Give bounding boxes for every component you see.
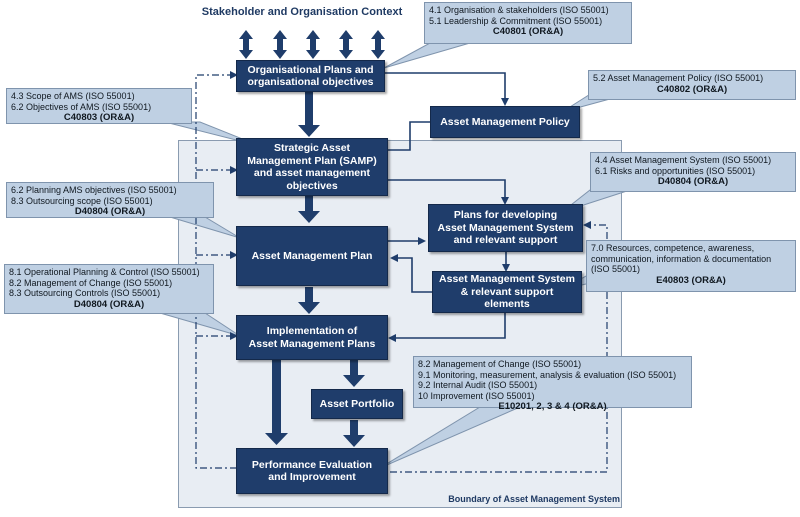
pointer-n7 [159,312,241,337]
implementation-box: Implementation of Asset Management Plans [236,315,388,360]
note-line: 6.2 Planning AMS objectives (ISO 55001) [11,185,177,195]
asset-portfolio-box: Asset Portfolio [311,389,403,419]
note-code: E10201, 2, 3 & 4 (OR&A) [498,401,607,413]
note-line: 9.1 Monitoring, measurement, analysis & … [418,369,677,380]
note-code: E40803 (OR&A) [656,274,726,286]
samp-box: Strategic Asset Management Plan (SAMP) a… [236,138,388,196]
note-operational: 8.1 Operational Planning & Control (ISO … [4,264,214,314]
feedback-lines [195,71,608,473]
double-arrow-2 [273,30,287,59]
double-arrow-3 [306,30,320,59]
arrow-portfolio-perf [343,420,365,447]
note-code: C40802 (OR&A) [656,83,728,95]
double-arrow-4 [339,30,353,59]
note-line: 8.3 Outsourcing scope (ISO 55001) [11,195,153,206]
note-line: 4.1 Organisation & stakeholders (ISO 550… [429,5,609,15]
double-arrow-5 [371,30,385,59]
plans-dev-box: Plans for developing Asset Management Sy… [428,204,583,252]
note-line: 8.2 Management of Change (ISO 55001) [9,277,173,288]
note-code: D40804 (OR&A) [74,206,146,218]
ams-support-box: Asset Management System & relevant suppo… [432,271,582,313]
note-code: C40801 (OR&A) [492,26,564,38]
thick-arrows [265,92,365,447]
performance-box: Performance Evaluation and Improvement [236,448,388,494]
note-context: 4.1 Organisation & stakeholders (ISO 550… [424,2,632,44]
double-arrow-1 [239,30,253,59]
note-line: 6.1 Risks and opportunities (ISO 55001) [595,165,756,176]
pointer-n1 [383,42,471,69]
note-line: 6.2 Objectives of AMS (ISO 55001) [11,101,152,112]
arrow-amplan-impl [298,287,320,314]
note-line: 5.2 Asset Management Policy (ISO 55001) [593,73,764,83]
note-resources: 7.0 Resources, competence, awareness, co… [586,240,796,292]
note-line: 9.2 Internal Audit (ISO 55001) [418,380,538,391]
note-performance: 8.2 Management of Change (ISO 55001) 9.1… [413,356,692,412]
note-line: (ISO 55001) [591,264,641,275]
note-code: D40804 (OR&A) [657,176,729,188]
boundary-label: Boundary of Asset Management System [448,494,620,504]
note-line: 4.3 Scope of AMS (ISO 55001) [11,91,135,101]
note-line: 8.1 Operational Planning & Control (ISO … [9,267,200,277]
note-line: 4.4 Asset Management System (ISO 55001) [595,155,772,165]
note-line: 8.3 Outsourcing Controls (ISO 55001) [9,288,161,299]
org-plans-box: Organisational Plans and organisational … [236,60,385,92]
arrow-impl-perf [265,360,288,445]
note-line: 8.2 Management of Change (ISO 55001) [418,359,582,369]
arrow-org-samp [298,92,320,137]
note-code: C40803 (OR&A) [63,112,135,124]
am-plan-box: Asset Management Plan [236,226,388,286]
note-scope: 4.3 Scope of AMS (ISO 55001) 6.2 Objecti… [6,88,192,124]
note-line: 7.0 Resources, competence, awareness, [591,243,755,253]
note-code: D40804 (OR&A) [73,298,145,310]
am-policy-box: Asset Management Policy [430,106,580,138]
pointer-n5 [169,216,241,239]
stakeholder-arrows [239,30,385,59]
note-line: 10 Improvement (ISO 55001) [418,390,535,401]
note-policy: 5.2 Asset Management Policy (ISO 55001) … [588,70,796,100]
note-planning: 6.2 Planning AMS objectives (ISO 55001) … [6,182,214,218]
arrow-impl-portfolio [343,360,365,387]
arrow-samp-amplan [298,196,320,223]
note-ams: 4.4 Asset Management System (ISO 55001) … [590,152,796,192]
diagram-title: Stakeholder and Organisation Context [201,6,403,18]
note-line: communication, information & documentati… [591,253,772,264]
note-line: 5.1 Leadership & Commitment (ISO 55001) [429,15,603,26]
